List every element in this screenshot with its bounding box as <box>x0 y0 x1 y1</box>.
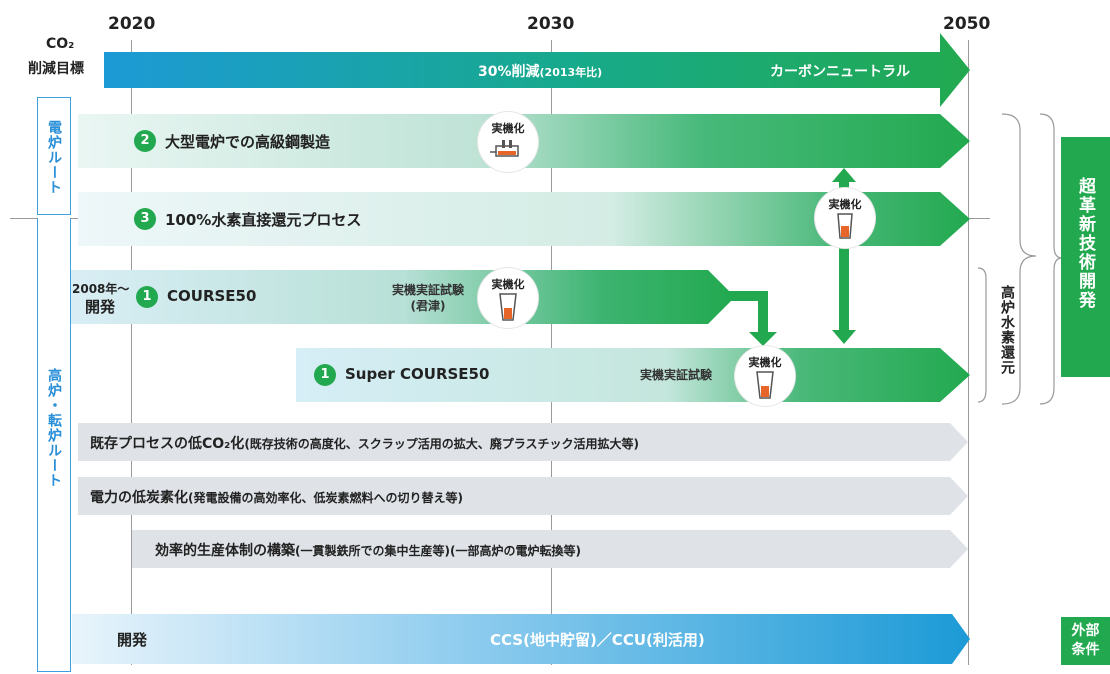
since-2008-label: 2008年～ <box>72 282 130 296</box>
practical-badge-electric: 実機化 <box>478 112 538 172</box>
power-decarbonization-text: 電力の低炭素化(発電設備の高効率化、低炭素燃料への切り替え等) <box>90 490 463 506</box>
blast-hydrogen-reduction-label: 高炉水素還元 <box>999 285 1015 375</box>
blast-furnace-route-label: 高炉・転炉ルート <box>37 218 71 672</box>
shaft-furnace-icon <box>837 213 853 239</box>
target-30-percent: 30%削減(2013年比) <box>478 64 603 80</box>
course50-trial-label: 実機実証試験(君津) <box>391 283 464 313</box>
tech-bar-3-label: 100%水素直接還元プロセス <box>165 211 362 229</box>
year-2050: 2050 <box>943 14 991 34</box>
external-conditions-box: 外部条件 <box>1061 617 1110 665</box>
year-2030: 2030 <box>527 14 575 34</box>
ccs-ccu-label: CCS(地中貯留)／CCU(利活用) <box>490 631 705 649</box>
ccs-development-label: 開発 <box>117 631 148 649</box>
tech-bar-3-arrow <box>78 192 970 246</box>
timeline-2020-line <box>131 40 132 665</box>
tech-number-1: 1 <box>136 286 158 308</box>
hydrogen-link-arrow <box>832 168 856 344</box>
blast-furnace-icon <box>499 293 517 321</box>
tech-bar-2-label: 大型電炉での高級鋼製造 <box>165 133 331 151</box>
tech-number-2: 2 <box>134 130 156 152</box>
practical-badge-course50: 実機化 <box>478 268 538 328</box>
practical-badge-hydrogen: 実機化 <box>815 188 875 248</box>
super-course50-trial-label: 実機実証試験 <box>640 368 713 382</box>
bracket-super-innovation <box>1001 113 1037 405</box>
course50-arrow <box>70 270 735 324</box>
reduction-target-label: 削減目標 <box>28 61 84 77</box>
super-innovation-box: 超革新技術開発 <box>1061 137 1110 377</box>
existing-process-text: 既存プロセスの低CO₂化(既存技術の高度化、スクラップ活用の拡大、廃プラスチック… <box>90 436 640 452</box>
course50-label: COURSE50 <box>167 287 257 305</box>
co2-target-arrow <box>104 33 970 107</box>
timeline-2050-line <box>968 40 969 665</box>
existing-bar-3-arrow <box>132 530 968 568</box>
super-blast-furnace-icon <box>756 371 774 399</box>
existing-bar-1-arrow <box>78 423 968 461</box>
electric-furnace-icon <box>490 140 519 157</box>
electric-furnace-route-label: 電炉ルート <box>37 97 71 215</box>
super-course50-arrow <box>296 348 970 402</box>
tech-number-1-super: 1 <box>314 364 336 386</box>
practical-badge-super: 実機化 <box>735 346 795 406</box>
carbon-neutral-label: カーボンニュートラル <box>770 64 910 80</box>
tech-number-3: 3 <box>134 208 156 230</box>
co2-label: CO₂ <box>46 36 75 52</box>
course50-connector-arrow <box>725 291 777 346</box>
ccs-arrow <box>72 614 970 664</box>
efficient-production-text: 効率的生産体制の構築(一貫製鉄所での集中生産等)(一部高炉の電炉転換等) <box>155 543 581 559</box>
super-course50-label: Super COURSE50 <box>345 365 490 383</box>
development-label: 開発 <box>85 298 116 316</box>
bracket-blast-furnace <box>977 267 987 403</box>
bracket-main <box>1039 113 1063 405</box>
year-2020: 2020 <box>108 14 156 34</box>
existing-bar-2-arrow <box>78 477 968 515</box>
